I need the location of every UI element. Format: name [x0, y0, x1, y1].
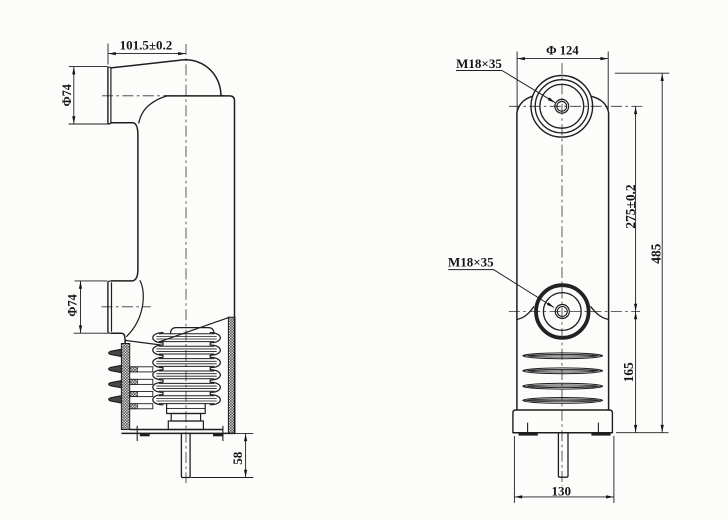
- svg-text:Φ 124: Φ 124: [546, 43, 579, 57]
- svg-text:M18×35: M18×35: [456, 56, 502, 71]
- svg-text:101.5±0.2: 101.5±0.2: [120, 38, 173, 53]
- svg-text:Φ74: Φ74: [60, 84, 74, 107]
- svg-text:Φ74: Φ74: [66, 294, 80, 317]
- svg-text:275±0.2: 275±0.2: [623, 184, 638, 228]
- svg-text:165: 165: [621, 362, 636, 382]
- svg-text:485: 485: [649, 243, 664, 263]
- svg-text:M18×35: M18×35: [448, 255, 494, 270]
- svg-text:58: 58: [230, 451, 245, 465]
- svg-text:130: 130: [551, 483, 571, 498]
